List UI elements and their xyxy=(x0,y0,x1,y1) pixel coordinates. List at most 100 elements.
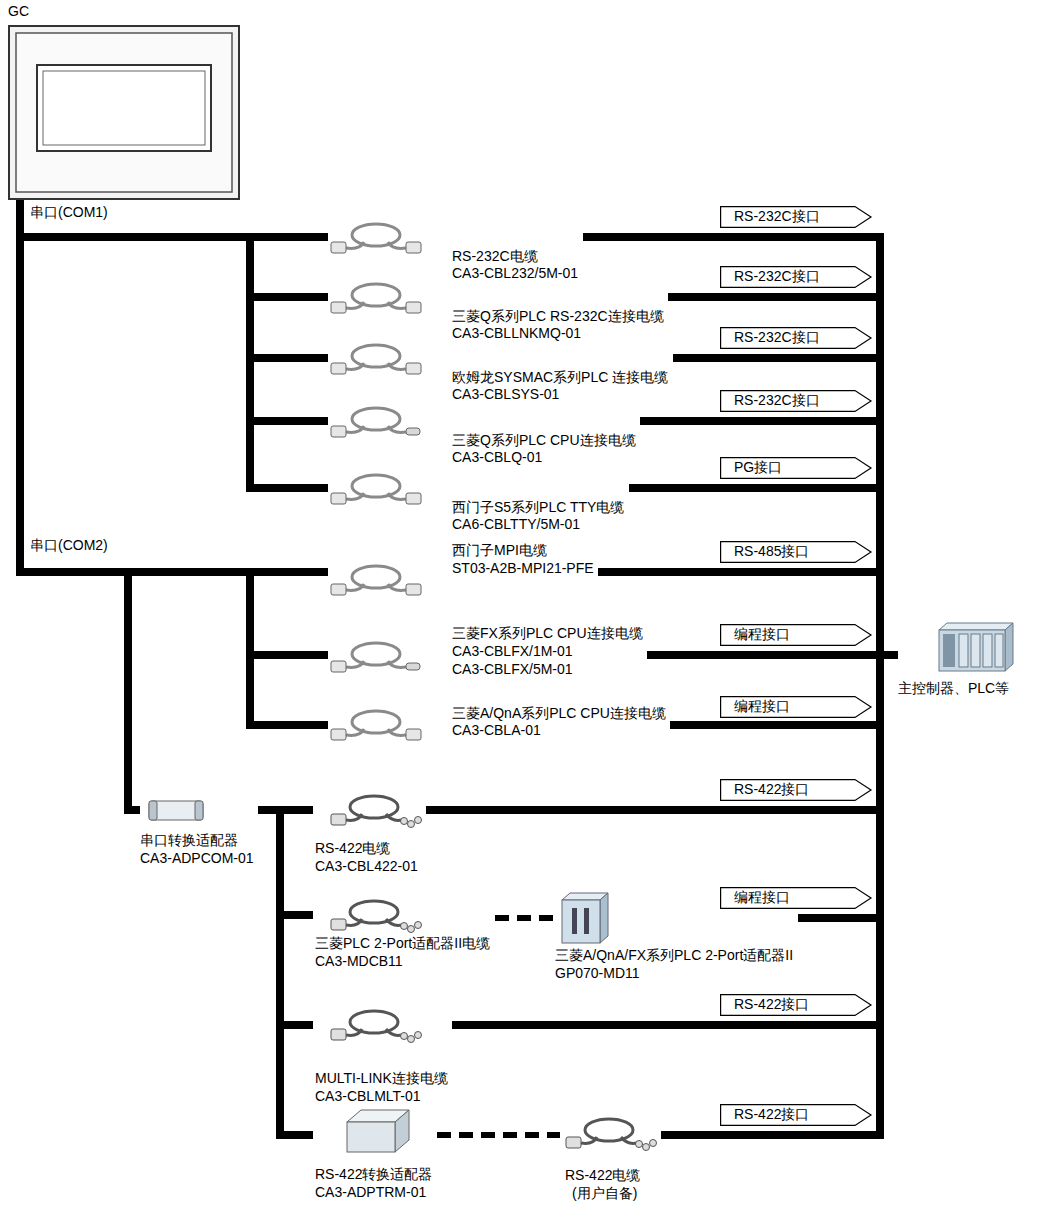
cable-icon-part xyxy=(415,922,422,929)
adapter-icon xyxy=(148,798,204,822)
cable-icon-part xyxy=(401,1033,408,1040)
tag-text: 编程接口 xyxy=(734,698,790,715)
tag-text: RS-422接口 xyxy=(734,996,809,1013)
item-label: GC xyxy=(8,3,29,20)
cable-icon-part xyxy=(406,493,421,504)
cable-icon-part xyxy=(346,919,402,925)
interface-tag: RS-422接口 xyxy=(720,994,872,1016)
tag-text: 编程接口 xyxy=(734,626,790,643)
adapter-icon xyxy=(560,892,610,944)
cable-icon-part xyxy=(566,1137,581,1148)
cable-icon xyxy=(330,341,422,377)
model-number: CA3-CBL422-01 xyxy=(315,858,418,875)
model-number: CA3-CBLLNKMQ-01 xyxy=(452,325,581,342)
cable-item: 西门子S5系列PLC TTY电缆CA6-CBLTTY/5M-01 xyxy=(328,471,629,535)
cable-icon-part xyxy=(408,821,415,828)
tag-text: RS-422接口 xyxy=(734,1106,809,1123)
tag-outline-shape xyxy=(721,328,871,349)
item-name: 三菱A/QnA系列PLC CPU连接电缆 xyxy=(452,705,666,722)
item-name: 三菱Q系列PLC RS-232C连接电缆 xyxy=(452,308,664,325)
hmi-panel-part xyxy=(37,65,211,151)
adapter-item: 串口转换适配器CA3-ADPCOM-01 xyxy=(140,798,258,869)
item-name: 三菱FX系列PLC CPU连接电缆 xyxy=(452,625,643,642)
item-name: 欧姆龙SYSMAC系列PLC 连接电缆 xyxy=(452,369,668,386)
model-number: CA3-CBLFX/5M-01 xyxy=(452,661,573,678)
model-number: ST03-A2B-MPI21-PFE xyxy=(452,560,594,577)
interface-tag: RS-232C接口 xyxy=(720,266,872,288)
cable-item: 三菱A/QnA系列PLC CPU连接电缆CA3-CBLA-01 xyxy=(328,703,670,745)
item-name: RS-232C电缆 xyxy=(452,248,538,265)
cable-icon xyxy=(565,1115,657,1151)
tag-text: PG接口 xyxy=(734,459,782,476)
interface-tag: RS-232C接口 xyxy=(720,390,872,412)
item-name: RS-422电缆 xyxy=(315,840,390,857)
cable-icon-part xyxy=(352,345,400,367)
cable-icon-part xyxy=(346,729,406,735)
item-name: 西门子S5系列PLC TTY电缆 xyxy=(452,499,624,516)
cable-icon-part xyxy=(331,814,346,825)
cable-item: MULTI-LINK连接电缆CA3-CBLMLT-01 xyxy=(313,1007,452,1107)
cable-icon xyxy=(330,471,422,507)
cable-icon-part xyxy=(346,584,406,590)
plc-icon-part xyxy=(943,634,955,667)
cable-icon xyxy=(330,562,422,598)
cable-icon-part xyxy=(352,643,400,665)
interface-tag: RS-232C接口 xyxy=(720,327,872,349)
cable-icon-part xyxy=(346,426,406,432)
cable-icon-part xyxy=(581,1137,637,1143)
cable-icon-part xyxy=(406,584,421,595)
cable-item: RS-422电缆CA3-CBL422-01 xyxy=(313,792,426,877)
tag-text: RS-485接口 xyxy=(734,543,809,560)
interface-tag: 编程接口 xyxy=(720,624,872,646)
model-number: CA6-CBLTTY/5M-01 xyxy=(452,516,580,533)
cable-icon-part xyxy=(346,814,402,820)
adapter-icon-part xyxy=(562,900,600,943)
model-number: CA3-CBLQ-01 xyxy=(452,449,542,466)
plc-icon-part xyxy=(971,634,980,667)
cable-item: 三菱PLC 2-Port适配器II电缆CA3-MDCB11 xyxy=(313,897,495,972)
tag-outline-shape xyxy=(721,207,871,228)
adapter-icon xyxy=(345,1108,411,1154)
cable-line xyxy=(20,200,328,237)
tag-outline-shape xyxy=(721,458,871,479)
cable-line xyxy=(20,200,328,572)
cable-icon-part xyxy=(585,1119,633,1141)
plc-icon-part xyxy=(959,634,968,667)
cable-line xyxy=(452,655,898,1025)
tag-outline-shape xyxy=(721,391,871,412)
tag-text: 编程接口 xyxy=(734,889,790,906)
cable-item: RS-232C电缆CA3-CBL232/5M-01 xyxy=(328,220,583,284)
cable-line xyxy=(258,810,313,1135)
cable-line xyxy=(647,651,898,659)
cable-icon-part xyxy=(406,242,421,253)
cable-icon-part xyxy=(331,426,346,437)
cable-icon-part xyxy=(346,302,406,308)
cable-icon xyxy=(330,280,422,316)
cable-line xyxy=(673,358,898,655)
item-name: RS-422电缆 xyxy=(565,1167,640,1184)
cable-line xyxy=(20,200,140,810)
hmi-panel-part xyxy=(9,26,239,199)
cable-icon-part xyxy=(331,1029,346,1040)
cable-line xyxy=(661,655,898,1135)
port-label: 串口(COM1) xyxy=(30,204,108,221)
model-number: CA3-ADPCOM-01 xyxy=(140,850,254,867)
cable-icon-part xyxy=(650,1140,657,1147)
adapter-icon-part xyxy=(572,908,577,934)
cable-icon-part xyxy=(331,493,346,504)
cable-icon-part xyxy=(346,493,406,499)
adapter-icon-part xyxy=(395,1110,409,1152)
hmi-panel xyxy=(8,25,240,200)
cable-icon-part xyxy=(406,302,421,313)
tag-outline-shape xyxy=(721,267,871,288)
cable-item: 西门子MPI电缆ST03-A2B-MPI21-PFE xyxy=(328,540,598,600)
item-name: 三菱PLC 2-Port适配器II电缆 xyxy=(315,935,490,952)
cable-icon xyxy=(330,792,422,828)
adapter-icon-part xyxy=(347,1122,395,1152)
plc-icon-part xyxy=(939,623,1013,630)
cable-icon-part xyxy=(331,302,346,313)
tag-text: RS-232C接口 xyxy=(734,329,820,346)
cable-line xyxy=(20,200,328,297)
tag-outline-shape xyxy=(721,1105,871,1126)
